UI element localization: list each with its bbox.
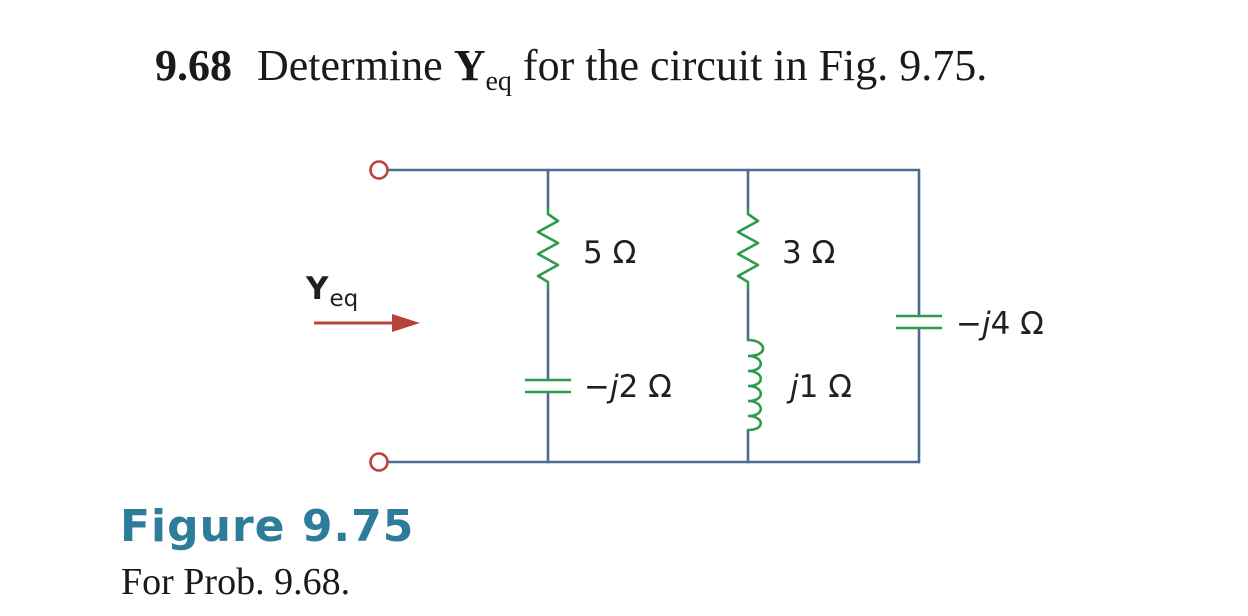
- yeq-label-sub: eq: [329, 286, 358, 312]
- c2-label-j: j: [978, 306, 991, 342]
- inductor-j1: [746, 338, 765, 432]
- figure-caption: For Prob. 9.68.: [121, 561, 351, 603]
- l1-label-value: 1 Ω: [799, 369, 852, 405]
- problem-text-before: Determine: [257, 41, 443, 90]
- r2-label: 3 Ω: [782, 235, 835, 271]
- problem-statement: 9.68 Determine Yeq for the circuit in Fi…: [155, 44, 987, 96]
- c2-label-prefix: −: [956, 306, 982, 342]
- problem-symbol: Y: [453, 41, 486, 90]
- figure-title: Figure 9.75: [120, 501, 415, 552]
- yeq-label-main: Y: [305, 271, 329, 307]
- input-arrow: [314, 314, 420, 332]
- c2-label-value: 4 Ω: [991, 306, 1044, 342]
- c1-label-value: 2 Ω: [619, 369, 672, 405]
- resistor-5-ohm: [536, 208, 560, 290]
- c1-label-j: j: [606, 369, 619, 405]
- l1-label-j: j: [786, 369, 799, 405]
- l1-label: j1 Ω: [786, 369, 852, 405]
- c1-label-prefix: −: [584, 369, 610, 405]
- resistor-3-ohm: [736, 208, 760, 290]
- problem-text-after: for the circuit in Fig. 9.75.: [522, 41, 988, 90]
- r1-label: 5 Ω: [583, 235, 636, 271]
- c2-label: −j4 Ω: [956, 306, 1044, 342]
- capacitor-minus-j4: [896, 314, 942, 330]
- problem-number: 9.68: [155, 41, 232, 90]
- terminal-top: [369, 160, 389, 180]
- problem-symbol-subscript: eq: [485, 66, 512, 97]
- terminal-bottom: [369, 452, 389, 472]
- capacitor-minus-j2: [525, 378, 571, 394]
- circuit-wires: [386, 168, 921, 464]
- c1-label: −j2 Ω: [584, 369, 672, 405]
- yeq-label: Yeq: [305, 271, 358, 312]
